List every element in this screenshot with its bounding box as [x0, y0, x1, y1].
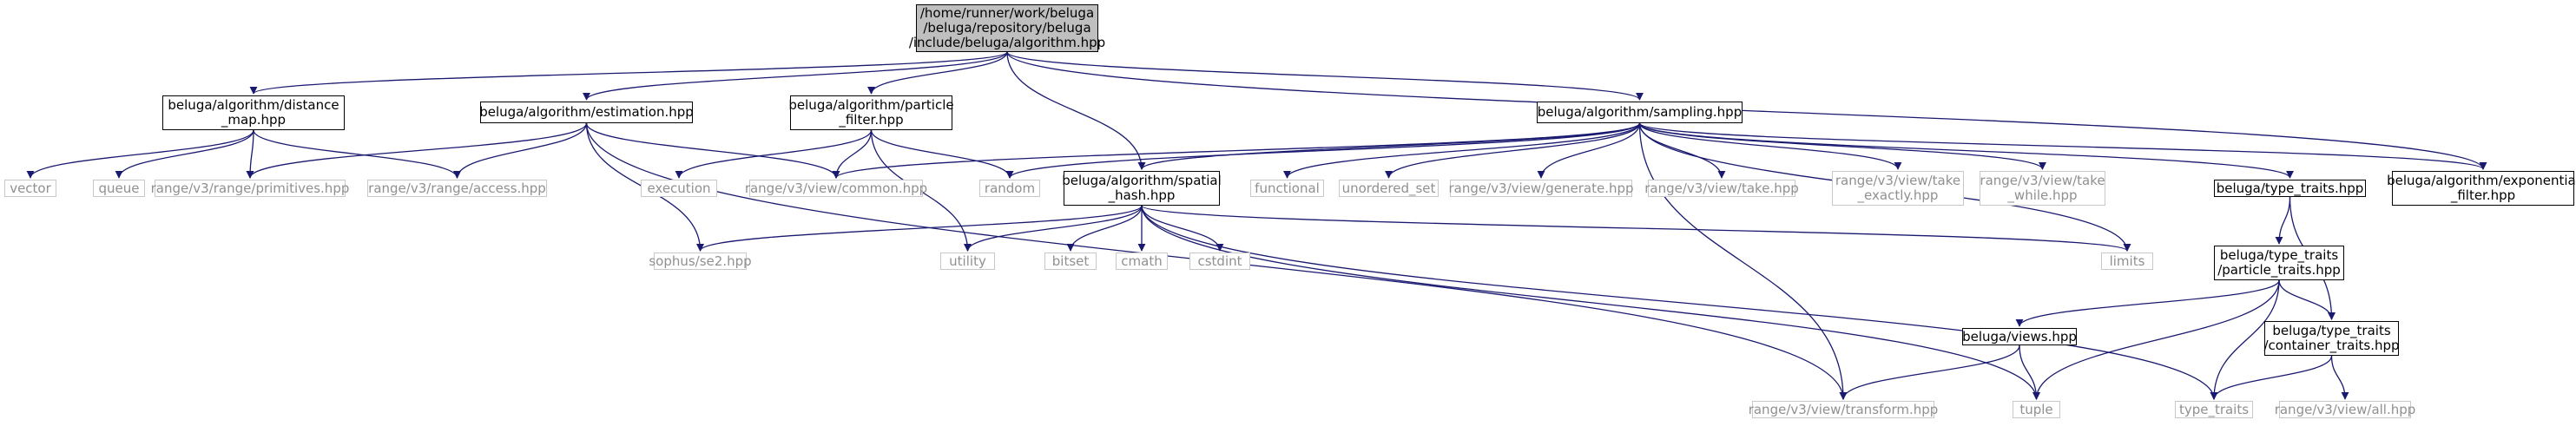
- edge-algorithm-to-sampling: [1006, 51, 1644, 101]
- edge-distance-map-to-access: [253, 129, 461, 179]
- edge-sampling-to-random: [1005, 122, 1641, 179]
- edge-views-to-transform: [1839, 344, 2020, 400]
- edge-spatial-hash-to-limits: [1141, 205, 2131, 252]
- edge-container-traits-to-type-traits: [2210, 355, 2333, 400]
- node-random: random: [979, 180, 1040, 197]
- node-views[interactable]: beluga/views.hpp: [1962, 328, 2077, 345]
- edge-spatial-hash-to-bitset: [1066, 205, 1143, 252]
- node-exponential-filter[interactable]: beluga/algorithm/exponential _filter.hpp: [2387, 171, 2576, 206]
- node-type-traits-hpp[interactable]: beluga/type_traits.hpp: [2214, 180, 2366, 197]
- edge-sampling-to-generate: [1537, 122, 1641, 179]
- node-particle-filter[interactable]: beluga/algorithm/particle _filter.hpp: [788, 95, 954, 130]
- edge-spatial-hash-to-utility: [964, 205, 1143, 252]
- edge-sampling-to-type-traits-hpp: [1638, 122, 2294, 179]
- node-utility: utility: [940, 253, 995, 270]
- node-execution: execution: [641, 180, 717, 197]
- node-vector: vector: [4, 180, 56, 197]
- edge-particle-traits-to-tuple: [2032, 279, 2280, 400]
- edge-sampling-to-functional: [1283, 122, 1641, 179]
- edge-distance-map-to-vector: [26, 129, 254, 179]
- node-container-traits[interactable]: beluga/type_traits /container_traits.hpp: [2263, 321, 2400, 356]
- node-sampling[interactable]: beluga/algorithm/sampling.hpp: [1537, 102, 1743, 123]
- edge-spatial-hash-to-se2: [696, 205, 1143, 252]
- edge-estimation-to-primitives: [246, 122, 588, 179]
- edge-group: [26, 51, 2487, 400]
- edge-particle-traits-to-type-traits: [2210, 279, 2280, 400]
- node-all: range/v3/view/all.hpp: [2274, 401, 2416, 418]
- node-unordered-set: unordered_set: [1339, 180, 1439, 197]
- node-primitives: range/v3/range/primitives.hpp: [150, 180, 350, 197]
- node-transform: range/v3/view/transform.hpp: [1748, 401, 1939, 418]
- edge-particle-traits-to-views: [2015, 279, 2280, 327]
- edge-sampling-to-take-exactly: [1638, 122, 1902, 170]
- node-access: range/v3/range/access.hpp: [367, 180, 547, 197]
- edge-estimation-to-access: [453, 122, 588, 179]
- node-algorithm: /home/runner/work/beluga /beluga/reposit…: [908, 4, 1106, 52]
- edge-particle-traits-to-container-traits: [2278, 279, 2336, 320]
- edge-estimation-to-common: [585, 122, 840, 179]
- edge-views-to-tuple: [2019, 344, 2040, 400]
- edge-sampling-to-spatial-hash: [1137, 122, 1641, 170]
- node-estimation[interactable]: beluga/algorithm/estimation.hpp: [479, 102, 694, 123]
- node-generate: range/v3/view/generate.hpp: [1448, 180, 1634, 197]
- node-take-while: range/v3/view/take _while.hpp: [1980, 171, 2105, 206]
- node-type-traits: type_traits: [2175, 401, 2253, 418]
- node-particle-traits[interactable]: beluga/type_traits /particle_traits.hpp: [2214, 246, 2344, 280]
- edge-algorithm-to-estimation: [583, 51, 1008, 101]
- node-cmath: cmath: [1116, 253, 1168, 270]
- node-common: range/v3/view/common.hpp: [744, 180, 928, 197]
- edge-spatial-hash-to-cstdint: [1141, 205, 1224, 252]
- edge-particle-filter-to-random: [870, 129, 1014, 179]
- node-se2: sophus/se2.hpp: [649, 253, 752, 270]
- node-queue: queue: [93, 180, 145, 197]
- edge-sampling-to-unordered-set: [1385, 122, 1641, 179]
- edge-algorithm-to-exponential-filter: [1006, 51, 2487, 170]
- node-bitset: bitset: [1044, 253, 1097, 270]
- edge-spatial-hash-to-tuple: [1141, 205, 2040, 400]
- node-distance-map[interactable]: beluga/algorithm/distance _map.hpp: [162, 95, 345, 130]
- node-take-exactly: range/v3/view/take _exactly.hpp: [1832, 171, 1964, 206]
- edge-spatial-hash-to-type-traits: [1141, 205, 2218, 400]
- node-take: range/v3/view/take.hpp: [1644, 180, 1799, 197]
- edge-algorithm-to-distance-map: [249, 51, 1008, 95]
- edge-sampling-to-transform: [1638, 122, 1848, 400]
- edge-sampling-to-exponential-filter: [1638, 122, 2487, 170]
- edge-distance-map-to-queue: [115, 129, 254, 179]
- edge-particle-filter-to-execution: [675, 129, 873, 179]
- node-tuple: tuple: [2013, 401, 2060, 418]
- edge-algorithm-to-spatial-hash: [1006, 51, 1146, 170]
- node-cstdint: cstdint: [1189, 253, 1250, 270]
- edge-algorithm-to-particle-filter: [867, 51, 1008, 95]
- node-functional: functional: [1250, 180, 1324, 197]
- edge-container-traits-to-all: [2330, 355, 2349, 400]
- node-spatial-hash[interactable]: beluga/algorithm/spatial _hash.hpp: [1062, 171, 1222, 206]
- node-limits: limits: [2101, 253, 2153, 270]
